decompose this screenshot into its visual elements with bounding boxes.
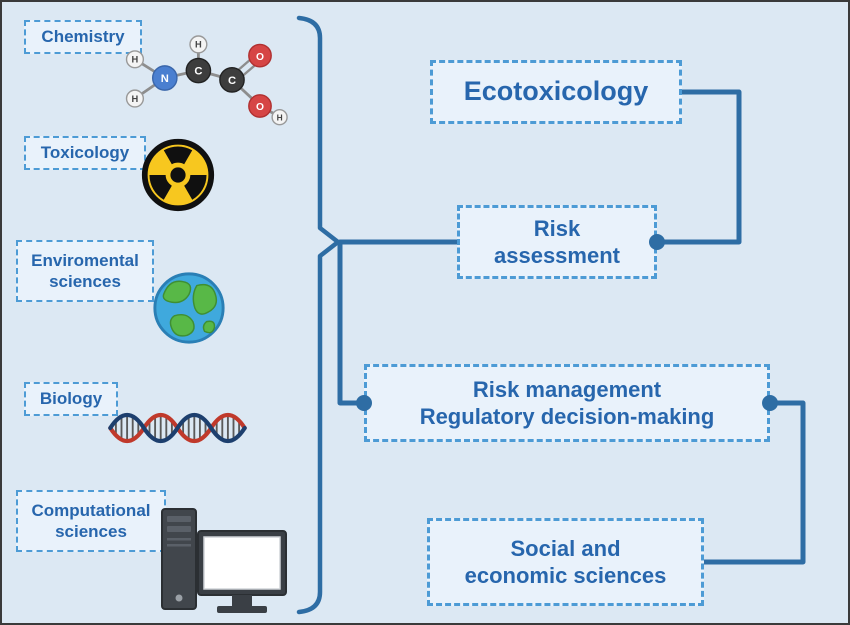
social-sciences-line2: economic sciences	[464, 563, 667, 588]
discipline-label-environmental-sciences: Enviromental sciences	[31, 250, 139, 291]
connector-ecotoxicology-to-risk-assessment	[657, 89, 742, 245]
risk-assessment-line2: assessment	[494, 243, 620, 268]
molecule-icon: H H H N C C O O H	[120, 30, 288, 126]
discipline-box-toxicology: Toxicology	[24, 136, 146, 170]
connector-dot-risk-management-right	[762, 395, 778, 411]
risk-assessment-box: Risk assessment	[457, 205, 657, 279]
svg-text:H: H	[132, 55, 139, 65]
discipline-box-biology: Biology	[24, 382, 118, 416]
social-sciences-line1: Social and	[510, 535, 621, 561]
svg-text:H: H	[195, 40, 202, 50]
discipline-box-chemistry: Chemistry	[24, 20, 142, 54]
svg-text:N: N	[161, 73, 169, 85]
dna-icon	[105, 400, 250, 456]
svg-text:O: O	[256, 52, 264, 63]
connector-risk-management-to-social-sciences	[704, 400, 806, 565]
brace-bracket	[296, 15, 341, 615]
discipline-box-environmental-sciences: Enviromental sciences	[16, 240, 154, 302]
risk-assessment-line1: Risk	[533, 215, 581, 241]
discipline-label-chemistry: Chemistry	[41, 27, 125, 47]
ecotoxicology-box: Ecotoxicology	[430, 60, 682, 124]
risk-management-box: Risk management Regulatory decision-maki…	[364, 364, 770, 442]
discipline-box-computational-sciences: Computational sciences	[16, 490, 166, 552]
svg-text:O: O	[256, 102, 264, 113]
radiation-icon	[140, 137, 216, 213]
computer-icon	[154, 505, 289, 615]
ecotoxicology-label: Ecotoxicology	[463, 76, 649, 107]
svg-text:C: C	[228, 75, 236, 87]
svg-text:C: C	[194, 66, 202, 78]
svg-text:H: H	[277, 112, 283, 122]
discipline-label-biology: Biology	[39, 389, 103, 409]
discipline-label-toxicology: Toxicology	[40, 143, 130, 163]
discipline-label-computational-sciences: Computational sciences	[31, 500, 151, 541]
globe-icon	[150, 269, 228, 347]
connector-dot-risk-management-left	[356, 395, 372, 411]
risk-management-line2: Regulatory decision-making	[419, 404, 715, 429]
connector-dot-risk-assessment	[649, 234, 665, 250]
svg-text:H: H	[132, 94, 139, 104]
connector-risk-assessment-to-risk-management	[337, 239, 457, 406]
social-economic-sciences-box: Social and economic sciences	[427, 518, 704, 606]
risk-management-line1: Risk management	[472, 376, 662, 402]
